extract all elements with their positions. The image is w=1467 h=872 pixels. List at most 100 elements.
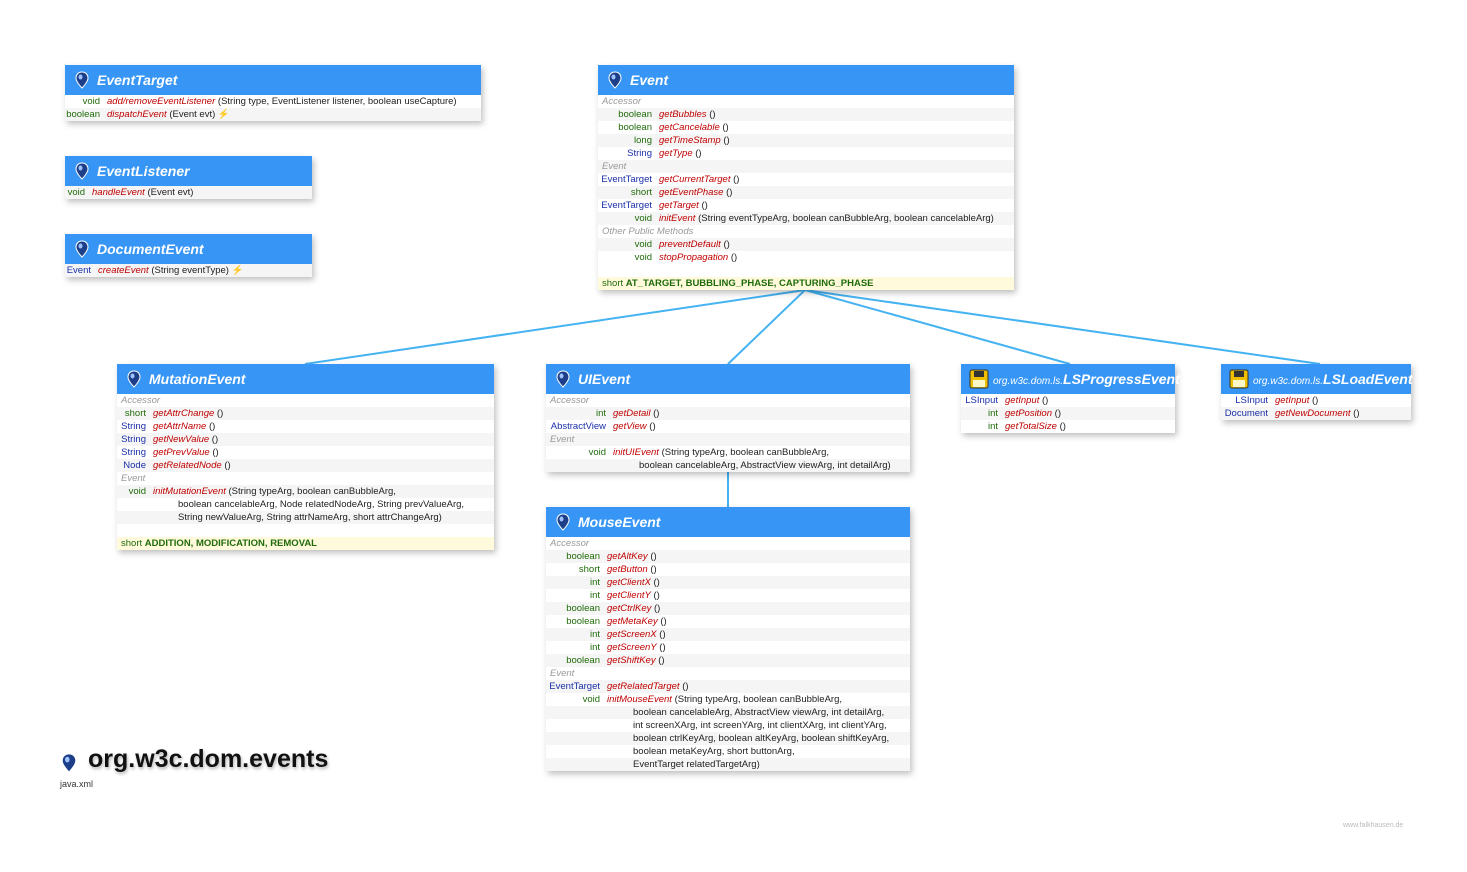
section-label: Accessor <box>602 96 642 107</box>
field-row[interactable]: short AT_TARGET, BUBBLING_PHASE, CAPTURI… <box>598 277 1014 290</box>
class-name: Event <box>630 72 669 88</box>
method-name: initMouseEvent <box>607 694 672 705</box>
pin-icon <box>556 370 570 388</box>
pin-icon <box>127 370 141 388</box>
method-name: initUIEvent <box>613 447 659 458</box>
method-name: getPosition <box>1005 408 1053 419</box>
method-args: () <box>701 200 708 211</box>
field-row[interactable]: short ADDITION, MODIFICATION, REMOVAL <box>117 537 494 550</box>
method-name: getAltKey <box>607 551 648 562</box>
method-args: boolean cancelableArg, Node relatedNodeA… <box>178 499 465 510</box>
class-name: org.w3c.dom.ls.LSLoadEvent <box>1253 371 1413 387</box>
method-name: getType <box>659 148 693 159</box>
class-name: MouseEvent <box>578 514 661 530</box>
member-row-continuation: boolean cancelableArg, Node relatedNodeA… <box>117 498 494 511</box>
return-type: short <box>124 408 146 419</box>
return-type: boolean <box>66 109 100 120</box>
member-row-continuation: boolean ctrlKeyArg, boolean altKeyArg, b… <box>546 732 910 745</box>
pin-icon <box>608 71 622 89</box>
class-name-text: LSProgressEvent <box>1063 371 1180 387</box>
method-name: getDetail <box>613 408 651 419</box>
return-type: boolean <box>618 109 652 120</box>
class-header: EventTarget <box>65 65 481 95</box>
method-args: (String typeArg, boolean canBubbleArg, <box>661 447 829 458</box>
credit-link[interactable]: www.falkhausen.de <box>1343 822 1404 829</box>
method-args: () <box>1311 395 1319 406</box>
class-header: EventListener <box>65 156 312 186</box>
method-args: boolean ctrlKeyArg, boolean altKeyArg, b… <box>633 733 890 744</box>
method-name: getEventPhase <box>659 187 724 198</box>
method-args: (String eventType) ⚡ <box>151 265 244 276</box>
method-name: getClientX <box>607 577 651 588</box>
pin-icon <box>556 513 570 531</box>
return-type: boolean <box>566 655 600 666</box>
method-args: () <box>658 655 665 666</box>
return-type: EventTarget <box>601 174 652 185</box>
class-header: DocumentEvent <box>65 234 312 264</box>
class-header: Event <box>598 65 1014 95</box>
method-args: () <box>709 109 716 120</box>
return-type: LSInput <box>965 395 998 406</box>
method-args: () <box>659 642 666 653</box>
section-label: Accessor <box>121 395 161 406</box>
pin-icon <box>75 162 89 180</box>
class-name-text: LSLoadEvent <box>1323 371 1413 387</box>
method-args: () <box>211 434 219 445</box>
member-row-continuation: boolean metaKeyArg, short buttonArg, <box>546 745 910 758</box>
method-args: () <box>726 187 733 198</box>
return-type: void <box>634 252 652 263</box>
return-type: void <box>67 187 85 198</box>
class-name: EventListener <box>97 163 190 179</box>
method-args: () <box>650 564 657 575</box>
method-args: boolean metaKeyArg, short buttonArg, <box>633 746 795 757</box>
